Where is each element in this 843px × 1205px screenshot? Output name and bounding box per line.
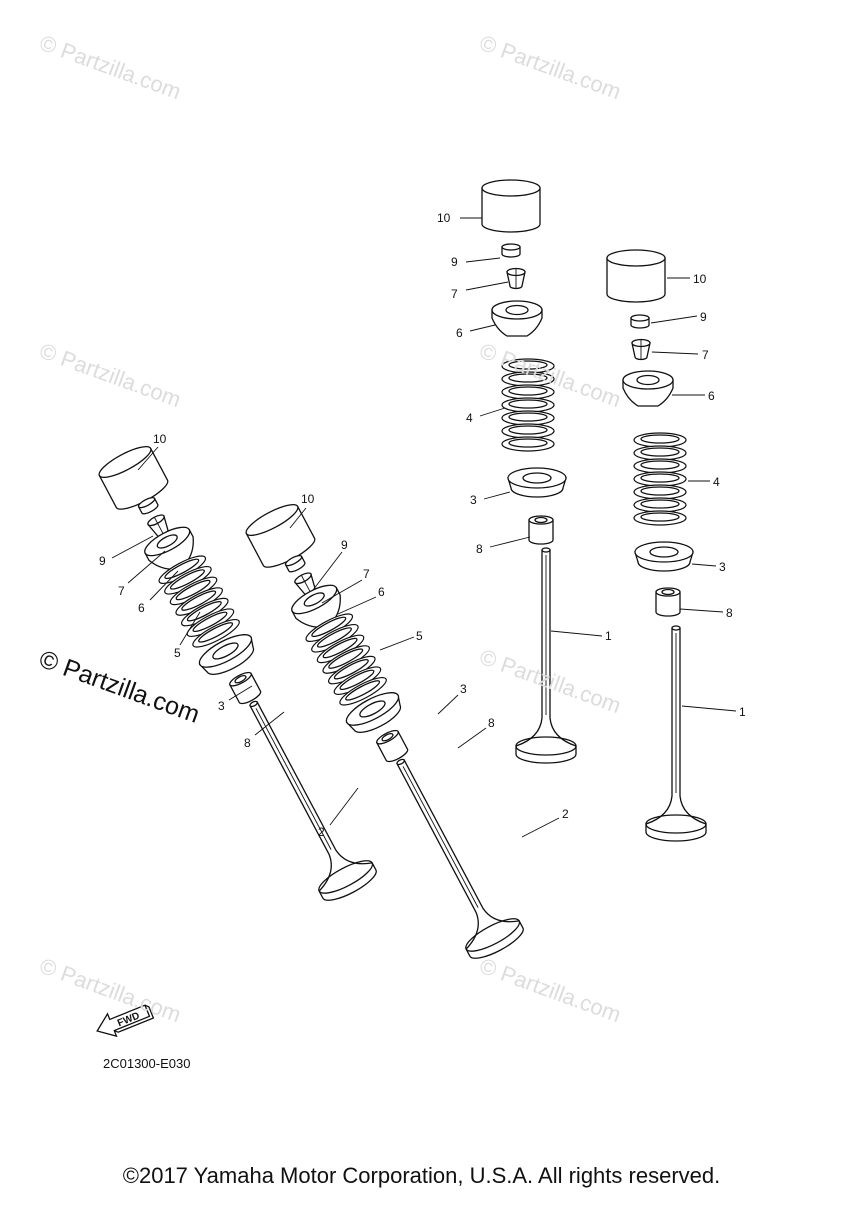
valve-lifter [606, 249, 666, 303]
valve-cotter [631, 338, 651, 361]
callout-1: 1 [739, 705, 746, 719]
valve-lifter [94, 440, 172, 516]
stem-seal [227, 669, 264, 707]
diagram-code: 2C01300-E030 [103, 1056, 191, 1071]
callout-10: 10 [153, 432, 167, 446]
stem-seal [655, 587, 681, 617]
callout-3: 3 [719, 560, 726, 574]
copyright-notice: ©2017 Yamaha Motor Corporation, U.S.A. A… [122, 1163, 721, 1188]
callout-10: 10 [437, 211, 451, 225]
callout-9: 9 [700, 310, 707, 324]
callout-4: 4 [466, 411, 473, 425]
valve-lifter [241, 498, 319, 574]
valve-spring [633, 432, 687, 526]
spring-seat [507, 467, 567, 498]
valve-cotter [506, 267, 526, 290]
callout-10: 10 [301, 492, 315, 506]
callout-6: 6 [138, 601, 145, 615]
callout-8: 8 [726, 606, 733, 620]
callout-5: 5 [416, 629, 423, 643]
valve-pad [630, 314, 650, 329]
callout-9: 9 [451, 255, 458, 269]
assembly-middle [241, 498, 528, 965]
callout-2: 2 [562, 807, 569, 821]
callout-7: 7 [118, 584, 125, 598]
spring-retainer [622, 370, 674, 407]
callout-7: 7 [451, 287, 458, 301]
stem-seal [374, 727, 411, 765]
callout-5: 5 [174, 646, 181, 660]
callout-7: 7 [702, 348, 709, 362]
callout-8: 8 [488, 716, 495, 730]
assembly-center [481, 179, 577, 764]
spring-seat [634, 541, 694, 572]
callout-6: 6 [378, 585, 385, 599]
callout-1: 1 [605, 629, 612, 643]
intake-valve [515, 547, 577, 764]
callout-9: 9 [99, 554, 106, 568]
exhaust-valve [372, 745, 528, 965]
fwd-label: FWD [116, 1011, 141, 1030]
valve-spring [501, 358, 555, 452]
stem-seal [528, 515, 554, 545]
leader-lines [111, 217, 737, 838]
callout-9: 9 [341, 538, 348, 552]
callout-3: 3 [218, 699, 225, 713]
intake-valve [645, 625, 707, 842]
callouts: 10 9 7 6 4 3 8 1 10 9 7 6 4 3 8 1 10 9 7… [99, 211, 746, 839]
callout-2: 2 [318, 825, 325, 839]
spring-retainer [491, 300, 543, 337]
valve-lifter [481, 179, 541, 233]
assembly-right [606, 249, 707, 842]
fwd-arrow-icon: FWD [96, 1004, 155, 1038]
callout-8: 8 [244, 736, 251, 750]
callout-7: 7 [363, 567, 370, 581]
callout-10: 10 [693, 272, 707, 286]
callout-3: 3 [460, 682, 467, 696]
valve-pad [501, 243, 521, 258]
callout-4: 4 [713, 475, 720, 489]
callout-8: 8 [476, 542, 483, 556]
callout-6: 6 [456, 326, 463, 340]
callout-6: 6 [708, 389, 715, 403]
callout-3: 3 [470, 493, 477, 507]
